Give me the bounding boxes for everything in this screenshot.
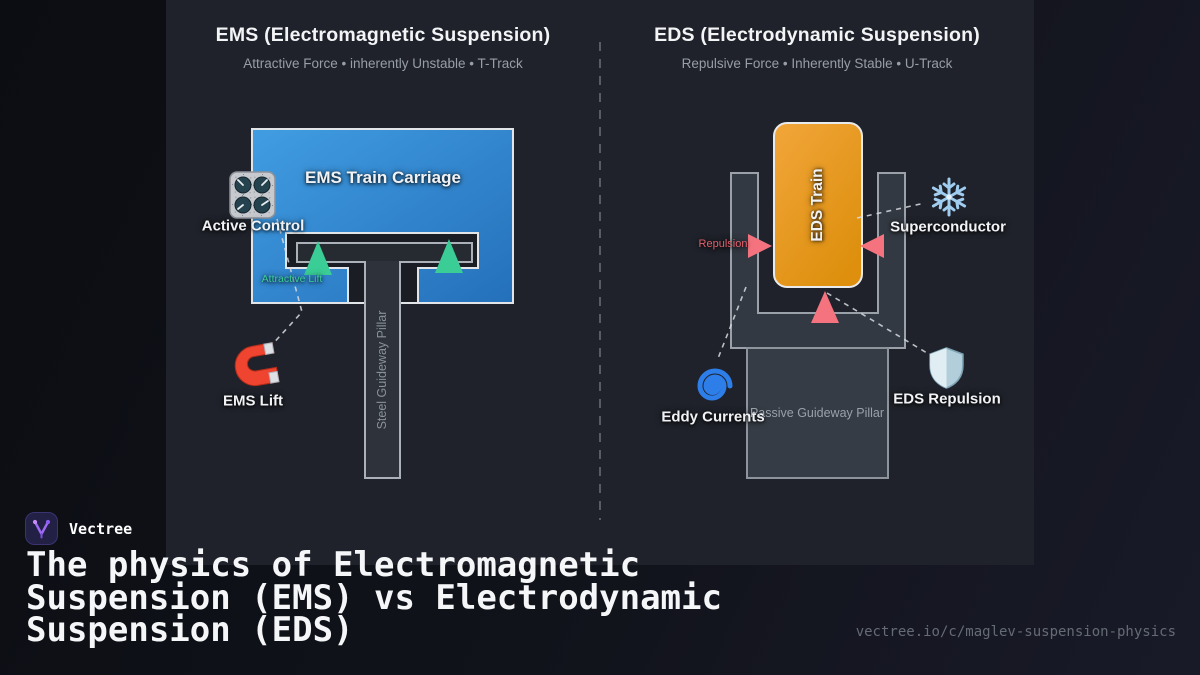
snowflake-icon xyxy=(929,177,969,217)
eds-repulsion-label: EDS Repulsion xyxy=(893,390,1001,408)
repulsion-arrow-left xyxy=(748,234,772,258)
repulsion-label: Repulsion xyxy=(698,238,748,250)
ems-subtitle: Attractive Force • inherently Unstable •… xyxy=(243,56,523,71)
eds-passive-pillar-shape xyxy=(746,347,889,479)
vectree-logo xyxy=(25,512,58,545)
horseshoe-magnet-icon xyxy=(234,342,280,387)
passive-pillar-label: Passive Guideway Pillar xyxy=(749,406,885,420)
attractive-lift-label: Attractive Lift xyxy=(261,273,323,285)
page-url: vectree.io/c/maglev-suspension-physics xyxy=(855,624,1176,640)
page-title: The physics of Electromagnetic Suspensio… xyxy=(26,545,722,650)
ems-title: EMS (Electromagnetic Suspension) xyxy=(215,24,551,46)
ems-carriage-shape xyxy=(251,128,514,304)
ems-guideway-pillar-shape xyxy=(364,261,401,479)
eds-train-label: EDS Train xyxy=(809,168,826,242)
control-knobs-icon xyxy=(229,171,276,219)
diagram-svg xyxy=(251,122,928,479)
cyclone-spiral-icon xyxy=(697,368,733,401)
steel-pillar-label: Steel Guideway Pillar xyxy=(375,310,389,430)
panel-divider-dashed-line xyxy=(599,42,601,520)
shield-icon xyxy=(929,347,964,389)
eds-subtitle: Repulsive Force • Inherently Stable • U-… xyxy=(681,56,953,71)
attractive-lift-arrow-left xyxy=(304,241,332,275)
active-control-label: Active Control xyxy=(201,217,305,235)
repulsion-arrow-up xyxy=(811,291,839,323)
ems-header: EMS (Electromagnetic Suspension) Attract… xyxy=(166,24,600,71)
eds-title: EDS (Electrodynamic Suspension) xyxy=(654,24,980,46)
superconductor-dashed-line xyxy=(856,202,926,219)
eddy-currents-label: Eddy Currents xyxy=(661,408,765,426)
ems-carriage-label: EMS Train Carriage xyxy=(305,168,461,187)
eds-train-shape xyxy=(773,122,863,288)
brand-row: Vectree xyxy=(25,512,132,545)
superconductor-label: Superconductor xyxy=(890,218,1006,236)
repulsion-arrow-right xyxy=(860,234,884,258)
eddy-currents-dashed-line xyxy=(716,286,747,362)
attractive-lift-arrow-right xyxy=(435,239,463,273)
ems-lift-label: EMS Lift xyxy=(223,392,283,410)
eds-header: EDS (Electrodynamic Suspension) Repulsiv… xyxy=(600,24,1034,71)
comparison-panel: EMS (Electromagnetic Suspension) Attract… xyxy=(166,0,1034,565)
ems-control-dashed-line xyxy=(268,218,303,349)
brand-name: Vectree xyxy=(69,519,133,538)
